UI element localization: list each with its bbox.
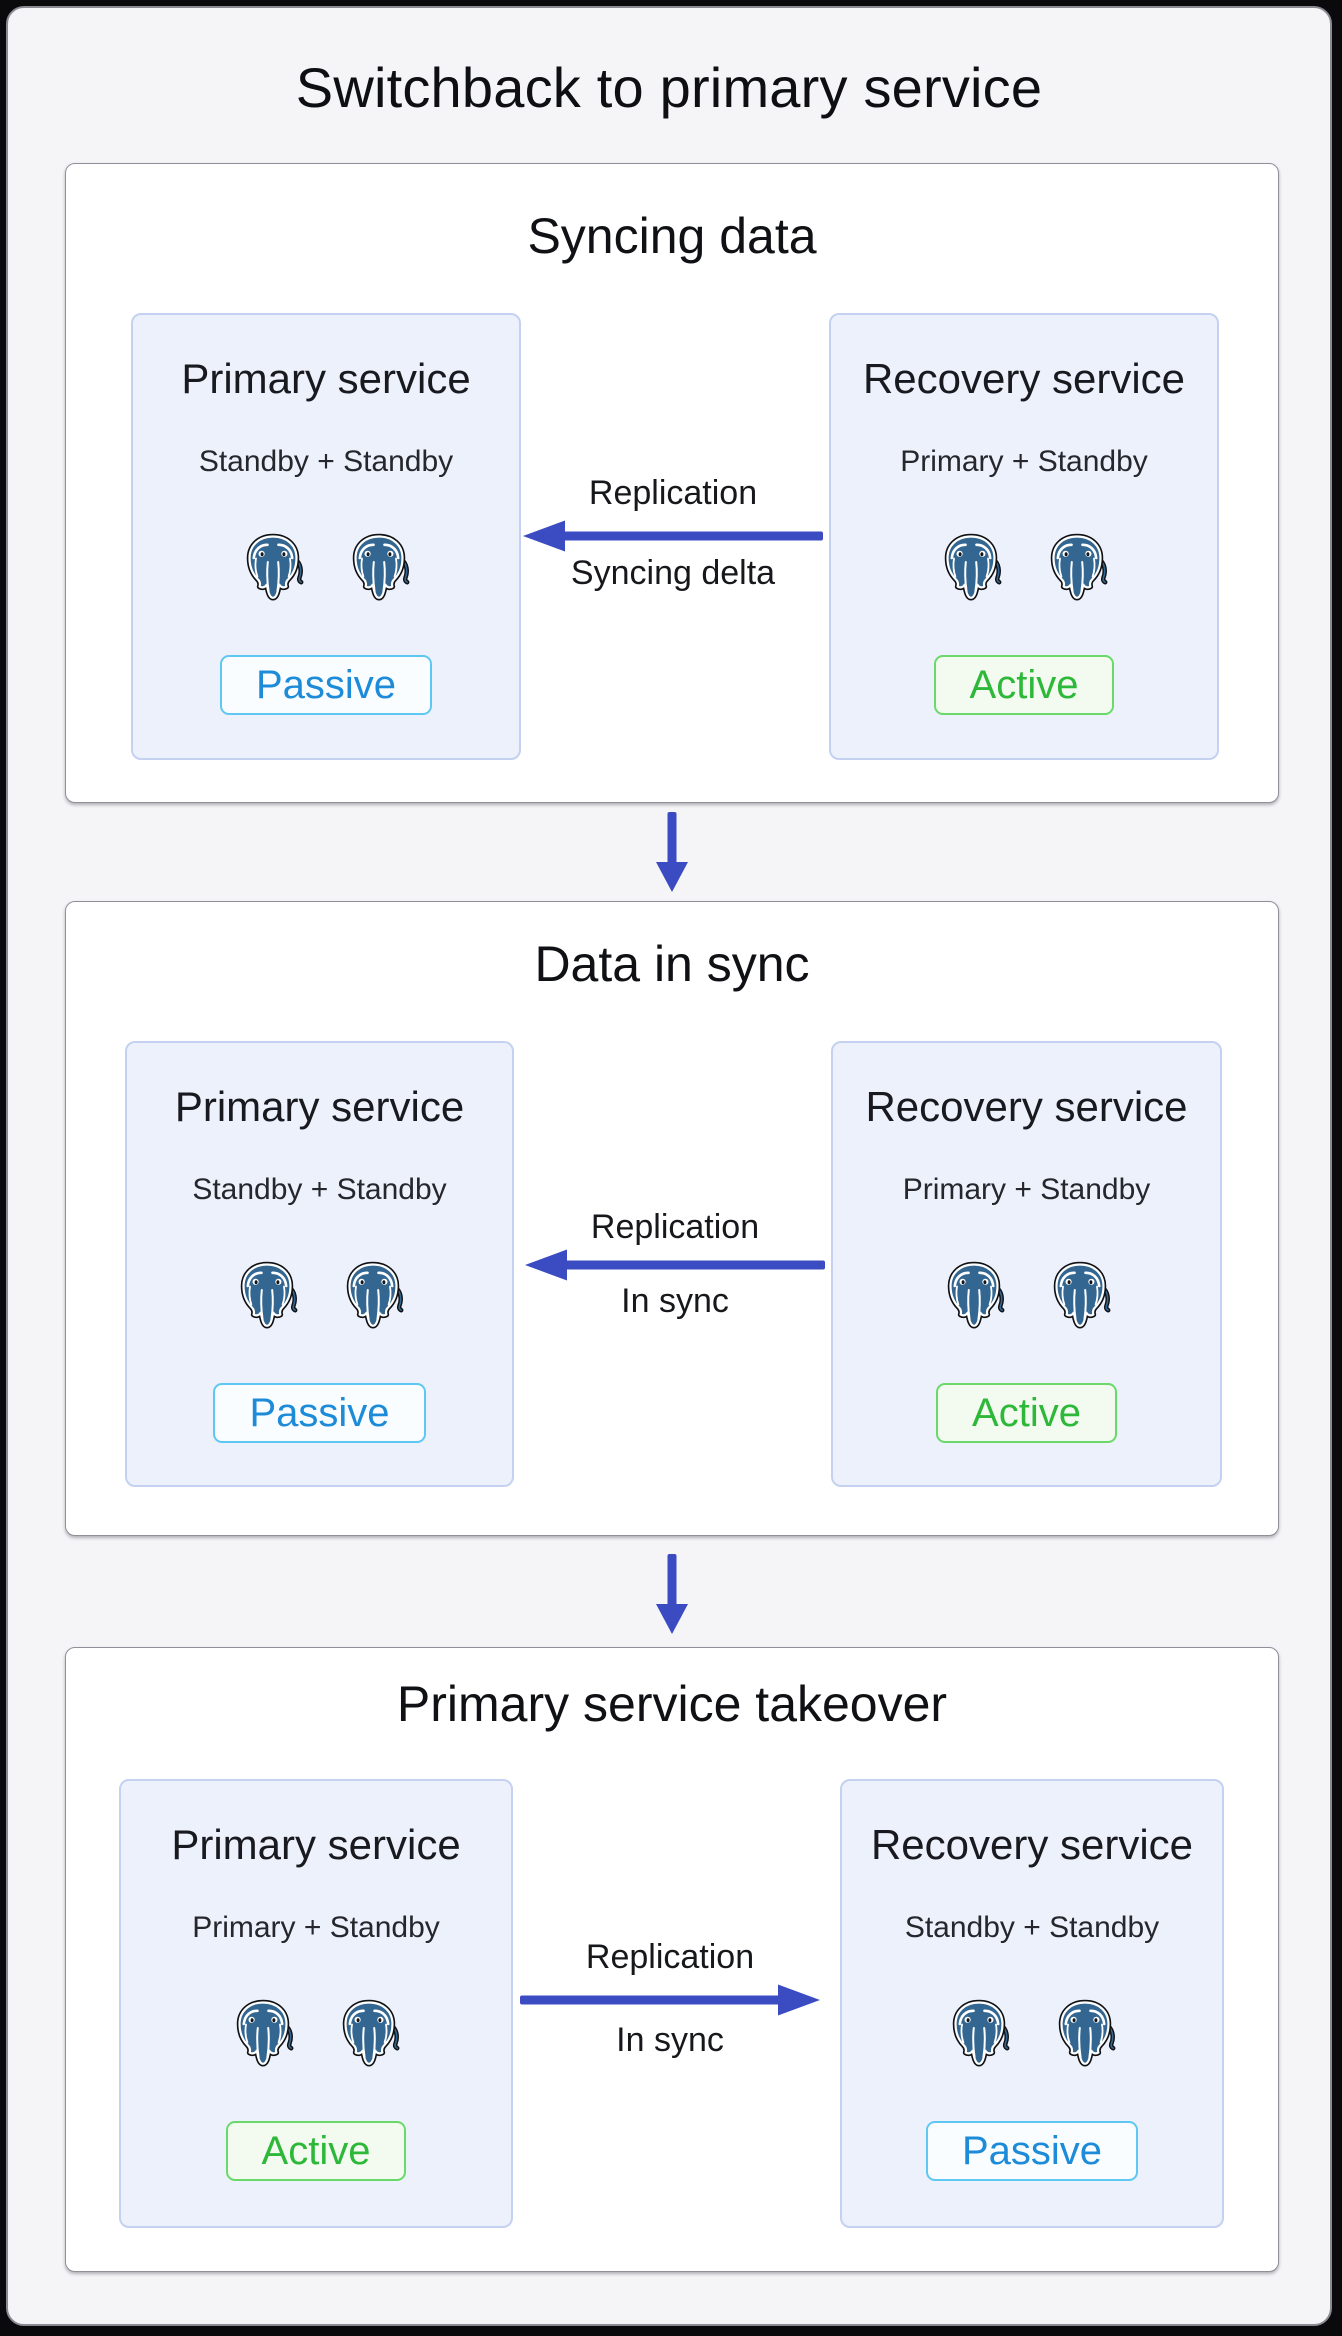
postgresql-elephant-icon — [939, 533, 1003, 603]
database-icons — [939, 533, 1109, 603]
database-icons — [231, 1999, 401, 2069]
database-icons — [942, 1261, 1112, 1331]
postgresql-elephant-icon — [1045, 533, 1109, 603]
service-title: Primary service — [171, 1821, 461, 1868]
stage-title: Data in sync — [534, 936, 810, 992]
status-badge: Passive — [925, 2121, 1139, 2181]
database-icons — [241, 533, 411, 603]
service-title: Recovery service — [865, 1083, 1188, 1130]
stage-title: Primary service takeover — [396, 1676, 948, 1732]
status-badge: Active — [225, 2121, 407, 2181]
postgresql-elephant-icon — [1053, 1999, 1117, 2069]
primary-service-card: Primary service Primary + Standby Active — [119, 1779, 513, 2228]
postgresql-elephant-icon — [947, 1999, 1011, 2069]
stage-title: Syncing data — [527, 208, 817, 264]
status-badge: Passive — [219, 655, 433, 715]
status-badge: Active — [936, 1383, 1117, 1443]
postgresql-elephant-icon — [1048, 1261, 1112, 1331]
replication-label: Replication — [590, 1208, 760, 1246]
diagram-panel: Switchback to primary service Syncing da… — [6, 6, 1332, 2326]
primary-service-card: Primary service Standby + Standby Passiv… — [131, 313, 521, 760]
recovery-service-card: Recovery service Standby + Standby Passi… — [840, 1779, 1224, 2228]
sync-status-label: In sync — [621, 1282, 729, 1320]
database-icons — [947, 1999, 1117, 2069]
recovery-service-card: Recovery service Primary + Standby Activ… — [831, 1041, 1222, 1487]
service-title: Recovery service — [862, 355, 1186, 402]
replication-label: Replication — [585, 1938, 755, 1976]
service-role: Standby + Standby — [904, 1911, 1160, 1944]
sync-status-label: Syncing delta — [570, 554, 776, 592]
postgresql-elephant-icon — [341, 1261, 405, 1331]
recovery-service-card: Recovery service Primary + Standby Activ… — [829, 313, 1219, 760]
service-role: Standby + Standby — [192, 1173, 447, 1206]
stage-primary-service-takeover: Primary service takeover Primary service… — [65, 1647, 1279, 2272]
postgresql-elephant-icon — [942, 1261, 1006, 1331]
status-badge: Active — [933, 655, 1115, 715]
service-role: Primary + Standby — [900, 445, 1148, 478]
sync-status-label: In sync — [616, 2021, 724, 2059]
replication-arrow-left-icon — [525, 1249, 825, 1281]
postgresql-elephant-icon — [337, 1999, 401, 2069]
service-title: Primary service — [181, 355, 471, 402]
postgresql-elephant-icon — [231, 1999, 295, 2069]
replication-arrow-right-icon — [520, 1984, 820, 2016]
service-title: Primary service — [174, 1083, 465, 1130]
service-role: Primary + Standby — [902, 1173, 1151, 1206]
database-icons — [235, 1261, 405, 1331]
postgresql-elephant-icon — [241, 533, 305, 603]
postgresql-elephant-icon — [235, 1261, 299, 1331]
flow-down-arrow-icon — [656, 1554, 688, 1634]
replication-arrow-left-icon — [523, 520, 823, 552]
page-title: Switchback to primary service — [295, 56, 1043, 119]
service-role: Standby + Standby — [198, 445, 454, 478]
replication-label: Replication — [588, 474, 758, 512]
postgresql-elephant-icon — [347, 533, 411, 603]
stage-syncing-data: Syncing data Primary service Standby + S… — [65, 163, 1279, 803]
service-title: Recovery service — [870, 1821, 1194, 1868]
stage-data-in-sync: Data in sync Primary service Standby + S… — [65, 901, 1279, 1536]
primary-service-card: Primary service Standby + Standby Passiv… — [125, 1041, 514, 1487]
flow-down-arrow-icon — [656, 812, 688, 892]
status-badge: Passive — [213, 1383, 426, 1443]
service-role: Primary + Standby — [192, 1911, 440, 1944]
